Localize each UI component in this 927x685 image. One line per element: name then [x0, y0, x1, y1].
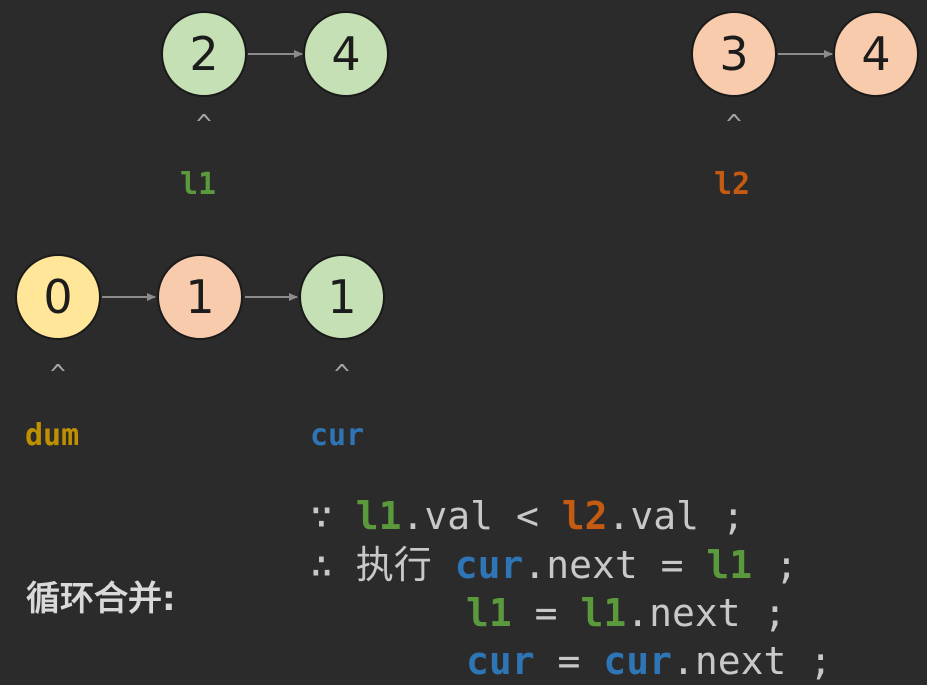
code-val: .val [607, 494, 700, 538]
code-line-advance-l1: l1 = l1.next ; [466, 594, 786, 632]
code-l1: l1 [355, 494, 402, 538]
caret-l2: ^ [726, 110, 742, 140]
merge-loop-label: 循环合并: [26, 579, 176, 619]
code-execute-word: 执行 [355, 543, 432, 587]
code-next: .next [626, 591, 741, 635]
code-cur: cur [466, 639, 535, 683]
code-l1: l1 [706, 543, 753, 587]
code-lt: < [515, 494, 539, 538]
therefore-symbol: ∴ [310, 543, 333, 587]
code-line-advance-cur: cur = cur.next ; [466, 642, 832, 680]
code-semicolon: ; [763, 591, 787, 635]
code-line-condition: ∵ l1.val < l2.val ; [310, 497, 745, 535]
node-l2-1: 4 [833, 11, 919, 97]
node-l2-0: 3 [691, 11, 777, 97]
caret-l1: ^ [196, 110, 212, 140]
code-semicolon: ; [809, 639, 833, 683]
because-symbol: ∵ [310, 494, 333, 538]
caret-dum: ^ [50, 360, 66, 390]
code-cur: cur [603, 639, 672, 683]
code-next: .next [523, 543, 638, 587]
pointer-cur: cur [310, 418, 365, 453]
code-l1: l1 [466, 591, 512, 635]
code-semicolon: ; [775, 543, 798, 587]
code-cur: cur [454, 543, 524, 587]
code-l1: l1 [580, 591, 627, 635]
code-next: .next [671, 639, 787, 683]
node-merged-dummy: 0 [15, 254, 101, 340]
node-merged-1: 1 [157, 254, 243, 340]
code-eq: = [557, 639, 581, 683]
pointer-l2: l2 [714, 167, 751, 202]
code-l2: l2 [561, 494, 608, 538]
code-eq: = [534, 591, 558, 635]
code-line-assign-next: ∴ 执行 cur.next = l1 ; [310, 546, 798, 584]
code-val: .val [401, 494, 494, 538]
pointer-dum: dum [25, 418, 80, 453]
code-semicolon: ; [721, 494, 745, 538]
pointer-l1: l1 [180, 167, 217, 202]
node-l1-1: 4 [303, 11, 389, 97]
code-eq: = [660, 543, 684, 587]
node-merged-2: 1 [299, 254, 385, 340]
caret-cur: ^ [334, 360, 350, 390]
node-l1-0: 2 [161, 11, 247, 97]
